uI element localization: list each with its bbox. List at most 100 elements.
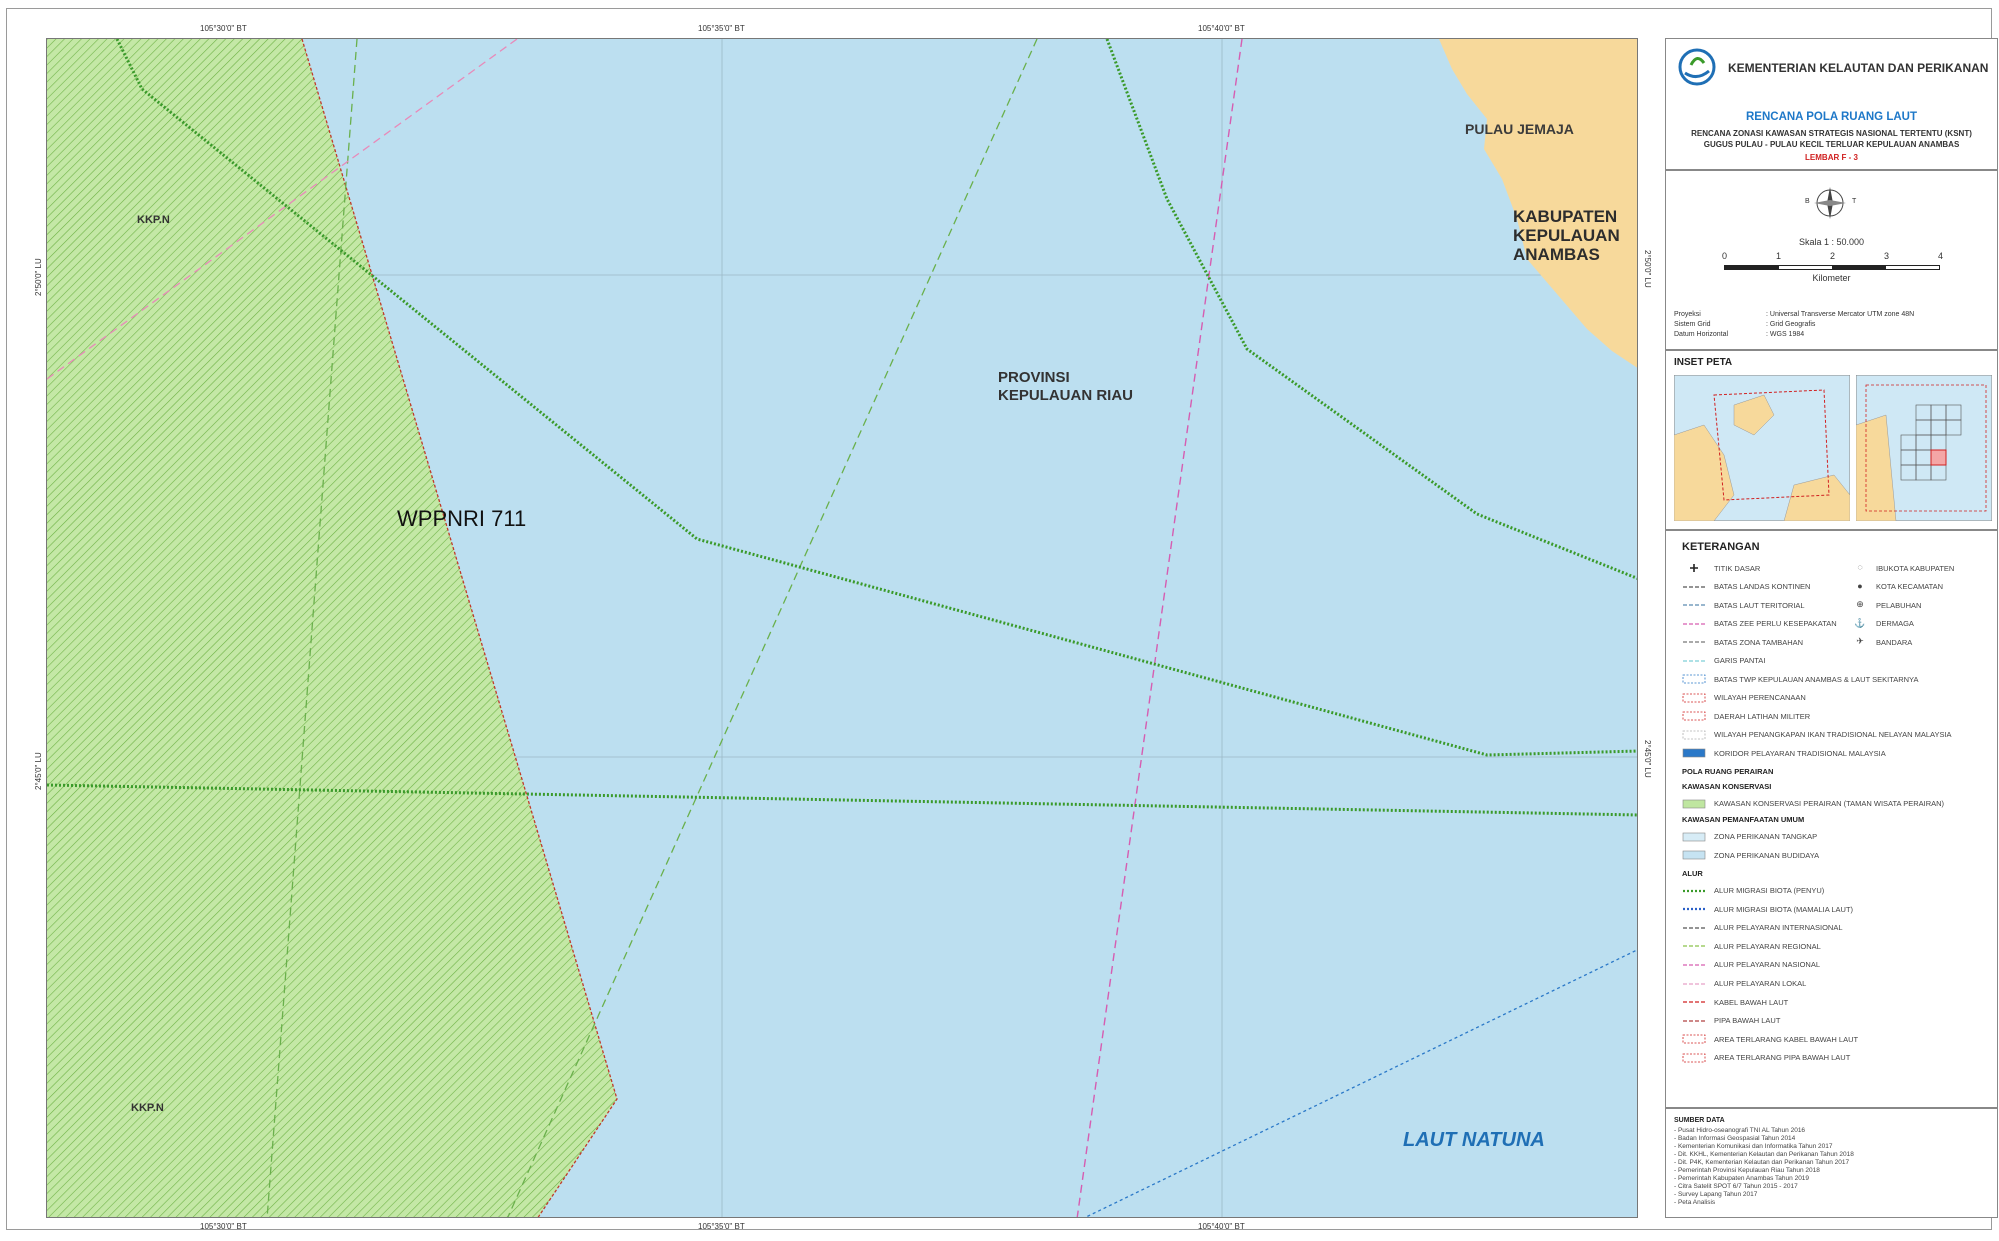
legend-item: ✈BANDARA — [1852, 635, 1912, 649]
regency-label-line: KEPULAUAN — [1513, 226, 1620, 245]
map-canvas[interactable]: PULAU JEMAJA KABUPATEN KEPULAUAN ANAMBAS… — [46, 38, 1638, 1218]
legend-item: BATAS LANDAS KONTINEN — [1682, 580, 1810, 594]
legend-label: PIPA BAWAH LAUT — [1714, 1016, 1781, 1026]
north-arrow-icon — [1814, 187, 1846, 219]
legend-label: ALUR MIGRASI BIOTA (PENYU) — [1714, 886, 1825, 895]
sheet-number: LEMBAR F - 3 — [1805, 153, 1858, 162]
legend-item: ⊕PELABUHAN — [1852, 598, 1921, 612]
legend-item: ALUR MIGRASI BIOTA (MAMALIA LAUT) — [1682, 902, 1853, 916]
projection-key: Datum Horizontal — [1674, 331, 1729, 338]
legend-symbol-icon — [1682, 832, 1706, 842]
source-line: - Citra Satelit SPOT 6/7 Tahun 2015 - 20… — [1674, 1183, 1798, 1190]
legend-subheading: POLA RUANG PERAIRAN — [1682, 766, 1774, 776]
legend-symbol-icon: ⚓ — [1854, 617, 1866, 628]
wpp-label: WPPNRI 711 — [397, 506, 527, 531]
conservation-boundary — [301, 39, 618, 1217]
legend-label: WILAYAH PENANGKAPAN IKAN TRADISIONAL NEL… — [1714, 730, 1952, 739]
legend-symbol-icon: ◌ — [1857, 562, 1863, 572]
legend-item: ZONA PERIKANAN TANGKAP — [1682, 830, 1817, 844]
coord-right-2: 2°45'0" LU — [1643, 740, 1652, 778]
legend-label: ALUR PELAYARAN INTERNASIONAL — [1714, 923, 1843, 933]
legend-symbol-icon — [1682, 997, 1706, 1007]
legend-item: ZONA PERIKANAN BUDIDAYA — [1682, 848, 1819, 862]
regency-label-line: KABUPATEN — [1513, 207, 1618, 226]
legend-item: TITIK DASAR — [1682, 561, 1760, 575]
legend-symbol-icon — [1682, 600, 1706, 610]
legend-label: ZONA PERIKANAN TANGKAP — [1714, 832, 1818, 841]
legend-label: KABEL BAWAH LAUT — [1714, 997, 1789, 1007]
legend-symbol-icon — [1682, 979, 1706, 989]
legend-symbol-icon: ● — [1857, 580, 1863, 591]
legend-item: KORIDOR PELAYARAN TRADISIONAL MALAYSIA — [1682, 746, 1886, 760]
legend-item: ●KOTA KECAMATAN — [1852, 580, 1943, 594]
legend-symbol-icon: ✈ — [1856, 636, 1864, 646]
source-line: - Badan Informasi Geospasial Tahun 2014 — [1674, 1135, 1796, 1142]
legend-symbol-icon — [1682, 637, 1706, 647]
legend-subheading: KAWASAN KONSERVASI — [1682, 781, 1772, 791]
province-label: PROVINSI KEPULAUAN RIAU — [998, 369, 1133, 405]
legend-item: KABEL BAWAH LAUT — [1682, 995, 1788, 1009]
legend-label: PELABUHAN — [1876, 600, 1922, 610]
legend-item: KAWASAN KONSERVASI PERAIRAN (TAMAN WISAT… — [1682, 797, 1944, 811]
legend-label: DERMAGA — [1876, 619, 1914, 628]
legend-label: TITIK DASAR — [1714, 563, 1761, 573]
coord-top-3: 105°40'0" BT — [1198, 24, 1245, 33]
legend-symbol-icon — [1682, 748, 1706, 758]
scale-tick: 3 — [1884, 251, 1890, 261]
conservation-area — [47, 39, 617, 1217]
coord-left-2: 2°45'0" LU — [34, 752, 43, 790]
regional-shipping-route — [507, 39, 1038, 1217]
legend-label: KAWASAN KONSERVASI PERAIRAN (TAMAN WISAT… — [1714, 799, 1945, 808]
source-line: - Pemerintah Provinsi Kepulauan Riau Tah… — [1674, 1167, 1820, 1174]
island-label: PULAU JEMAJA — [1465, 121, 1574, 137]
scale-bar — [1724, 265, 1940, 270]
legend-symbol-icon — [1682, 730, 1706, 740]
inset-block: INSET PETA — [1665, 350, 1998, 530]
sea-label: LAUT NATUNA — [1403, 1129, 1545, 1151]
legend-item: BATAS ZEE PERLU KESEPAKATAN — [1682, 617, 1837, 631]
legend-symbol-icon — [1682, 799, 1706, 809]
legend-label: ALUR PELAYARAN LOKAL — [1714, 979, 1807, 988]
scale-tick: 4 — [1938, 251, 1944, 261]
inset-map-region — [1674, 375, 1850, 521]
inset-title: INSET PETA — [1674, 357, 1733, 368]
turtle-migration-route — [1105, 39, 1637, 580]
coord-bottom-3: 105°40'0" BT — [1198, 1222, 1245, 1231]
legend-symbol-icon — [1682, 1034, 1706, 1044]
coord-right-1: 2°50'0" LU — [1643, 250, 1652, 288]
source-line: - Survey Lapang Tahun 2017 — [1674, 1191, 1758, 1198]
legend-item: ALUR PELAYARAN REGIONAL — [1682, 939, 1821, 953]
sources-block: SUMBER DATA - Pusat Hidro-oseanografi TN… — [1665, 1108, 1998, 1218]
legend-item: ALUR PELAYARAN INTERNASIONAL — [1682, 921, 1843, 935]
province-label-line: PROVINSI — [998, 369, 1070, 386]
legend-item: WILAYAH PENANGKAPAN IKAN TRADISIONAL NEL… — [1682, 728, 1952, 742]
cable-route — [1084, 949, 1637, 1217]
legend-label: IBUKOTA KABUPATEN — [1876, 563, 1955, 573]
legend-label: DAERAH LATIHAN MILITER — [1714, 711, 1811, 721]
map-subtitle-1: RENCANA ZONASI KAWASAN STRATEGIS NASIONA… — [1691, 129, 1972, 138]
legend-label: KORIDOR PELAYARAN TRADISIONAL MALAYSIA — [1714, 748, 1886, 758]
sources-title: SUMBER DATA — [1674, 1117, 1725, 1124]
legend-symbol-icon — [1682, 563, 1706, 573]
legend-item: AREA TERLARANG PIPA BAWAH LAUT — [1682, 1051, 1850, 1065]
legend-subheading: KAWASAN PEMANFAATAN UMUM — [1682, 814, 1805, 824]
ministry-name: KEMENTERIAN KELAUTAN DAN PERIKANAN — [1728, 61, 1989, 75]
scale-text: Skala 1 : 50.000 — [1798, 237, 1865, 247]
coord-left-1: 2°50'0" LU — [34, 258, 43, 296]
coord-bottom-1: 105°30'0" BT — [200, 1222, 247, 1231]
regency-label-line: ANAMBAS — [1513, 245, 1600, 264]
regional-shipping-route — [266, 39, 358, 1217]
projection-value: : Universal Transverse Mercator UTM zone… — [1766, 311, 1915, 318]
legend-label: BATAS TWP KEPULAUAN ANAMBAS & LAUT SEKIT… — [1714, 674, 1919, 684]
scale-tick: 2 — [1830, 251, 1836, 261]
legend-label: BATAS LAUT TERITORIAL — [1714, 600, 1805, 610]
legend-symbol-icon — [1682, 582, 1706, 592]
legend-symbol-icon — [1682, 923, 1706, 933]
legend-item: BATAS ZONA TAMBAHAN — [1682, 635, 1803, 649]
projection-key: Proyeksi — [1674, 311, 1701, 318]
coord-top-1: 105°30'0" BT — [200, 24, 247, 33]
legend-item: ALUR PELAYARAN NASIONAL — [1682, 958, 1820, 972]
source-line: - Dit. P4K, Kementerian Kelautan dan Per… — [1674, 1159, 1850, 1166]
projection-value: : WGS 1984 — [1766, 331, 1805, 338]
